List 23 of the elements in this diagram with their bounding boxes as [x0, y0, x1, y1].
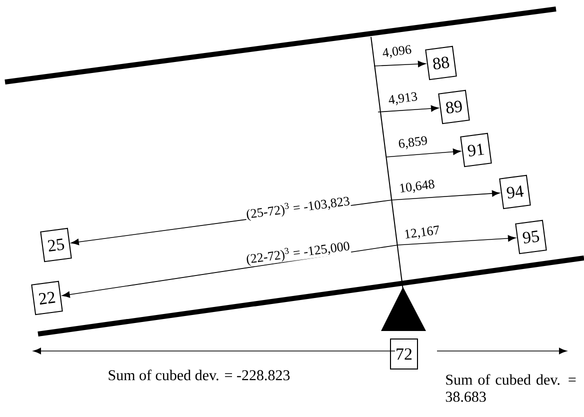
edge-label: (22-72)$^{3}$ = -125,000	[244, 239, 352, 267]
edge-label: 10,648	[398, 178, 436, 196]
number-box: 22	[31, 280, 63, 316]
arrow	[398, 235, 516, 246]
number-box: 88	[425, 46, 457, 80]
number-box: 89	[438, 90, 470, 124]
edge-label: 6,859	[397, 135, 429, 151]
arrow	[62, 244, 398, 298]
number-box: 91	[460, 132, 492, 168]
arrow	[386, 148, 461, 158]
number-box: 72	[390, 338, 418, 370]
number-box: 25	[40, 228, 72, 262]
arrow	[378, 105, 439, 112]
arrow	[392, 190, 500, 200]
number-box: 94	[499, 174, 531, 210]
edge-label: 4,913	[387, 91, 419, 107]
arrow	[374, 60, 426, 68]
number-box: 95	[515, 220, 547, 254]
note-text: Sum of cubed dev. = 38.683	[446, 374, 576, 402]
note-text: Sum of cubed dev. = -228.823	[108, 370, 290, 380]
edge-label: 12,167	[403, 224, 441, 242]
edge-label: 4,096	[381, 44, 413, 60]
edge-label: (25-72)$^{3}$ = -103,823	[244, 194, 352, 222]
